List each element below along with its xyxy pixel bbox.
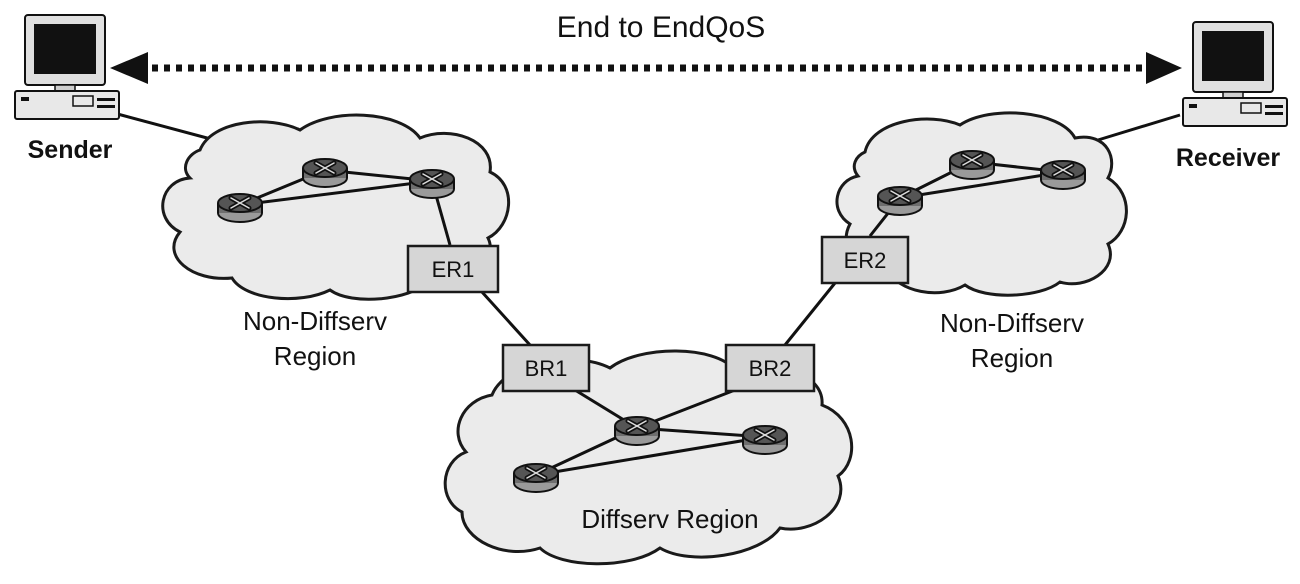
receiver-computer: Receiver — [1176, 21, 1288, 172]
sender-link — [109, 110, 223, 144]
br2-label: BR2 — [749, 356, 792, 381]
center-link-e — [535, 435, 766, 477]
router-icon — [743, 426, 787, 454]
desktop-computer-icon — [14, 14, 120, 120]
left-region-label-line2: Region — [274, 341, 356, 371]
sender-computer: Sender — [14, 14, 120, 164]
router-icon — [950, 151, 994, 179]
router-icon — [303, 159, 347, 187]
sender-label: Sender — [28, 136, 113, 164]
receiver-label: Receiver — [1176, 144, 1281, 172]
er2-label: ER2 — [844, 248, 887, 273]
end-to-end-qos-indicator: End to EndQoS — [110, 11, 1182, 84]
br1-label: BR1 — [525, 356, 568, 381]
router-icon — [1041, 161, 1085, 189]
right-region-label-line1: Non-Diffserv — [940, 308, 1084, 338]
diffserv-region-label: Diffserv Region — [581, 504, 758, 534]
arrowhead-left-icon — [110, 52, 148, 84]
left-region-label-line1: Non-Diffserv — [243, 306, 387, 336]
router-icon — [410, 170, 454, 198]
boundary-router-br1: BR1 — [501, 343, 591, 393]
arrowhead-right-icon — [1146, 52, 1182, 84]
boundary-router-br2: BR2 — [724, 343, 816, 393]
right-link-c — [899, 170, 1064, 200]
right-region-label-line2: Region — [971, 343, 1053, 373]
diagram-title: End to EndQoS — [557, 11, 765, 44]
er1-br1-link — [480, 290, 532, 347]
left-link-c — [239, 179, 433, 207]
receiver-link — [1097, 113, 1181, 142]
er2-br2-link — [783, 282, 837, 346]
edge-router-er2: ER2 — [820, 235, 910, 285]
edge-router-er1: ER1 — [406, 244, 500, 294]
router-icon — [514, 464, 558, 492]
er1-label: ER1 — [432, 257, 475, 282]
router-icon — [878, 187, 922, 215]
router-icon — [218, 194, 262, 222]
router-icon — [615, 417, 659, 445]
desktop-computer-icon — [1182, 21, 1288, 127]
right-non-diffserv-cloud — [835, 111, 1128, 297]
